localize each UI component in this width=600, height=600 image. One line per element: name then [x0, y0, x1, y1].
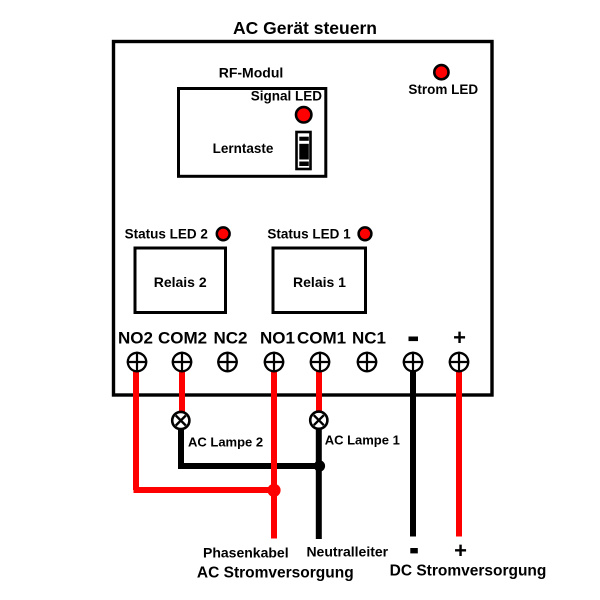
svg-text:DC Stromversorgung: DC Stromversorgung [390, 563, 547, 580]
svg-text:COM1: COM1 [297, 329, 346, 348]
svg-text:RF-Modul: RF-Modul [219, 65, 284, 81]
svg-text:Signal LED: Signal LED [251, 88, 323, 103]
svg-text:Lerntaste: Lerntaste [213, 141, 274, 156]
svg-text:AC Lampe 2: AC Lampe 2 [188, 435, 263, 450]
svg-text:AC Stromversorgung: AC Stromversorgung [197, 564, 354, 581]
svg-text:COM2: COM2 [158, 329, 207, 348]
svg-text:Relais 2: Relais 2 [154, 274, 207, 290]
svg-text:Phasenkabel: Phasenkabel [203, 545, 289, 561]
svg-text:Strom LED: Strom LED [408, 82, 478, 97]
svg-text:+: + [453, 325, 466, 350]
svg-text:Status LED 2: Status LED 2 [125, 227, 208, 242]
svg-text:NC2: NC2 [213, 329, 247, 348]
svg-text:AC Lampe 1: AC Lampe 1 [325, 433, 400, 448]
svg-text:+: + [454, 538, 467, 563]
svg-text:NO1: NO1 [260, 329, 295, 348]
svg-text:Status LED 1: Status LED 1 [267, 227, 351, 242]
svg-text:Neutralleiter: Neutralleiter [306, 544, 388, 560]
svg-text:Relais 1: Relais 1 [293, 274, 346, 290]
svg-text:AC Gerät steuern: AC Gerät steuern [233, 18, 377, 38]
svg-text:NC1: NC1 [352, 329, 386, 348]
svg-text:NO2: NO2 [118, 329, 153, 348]
